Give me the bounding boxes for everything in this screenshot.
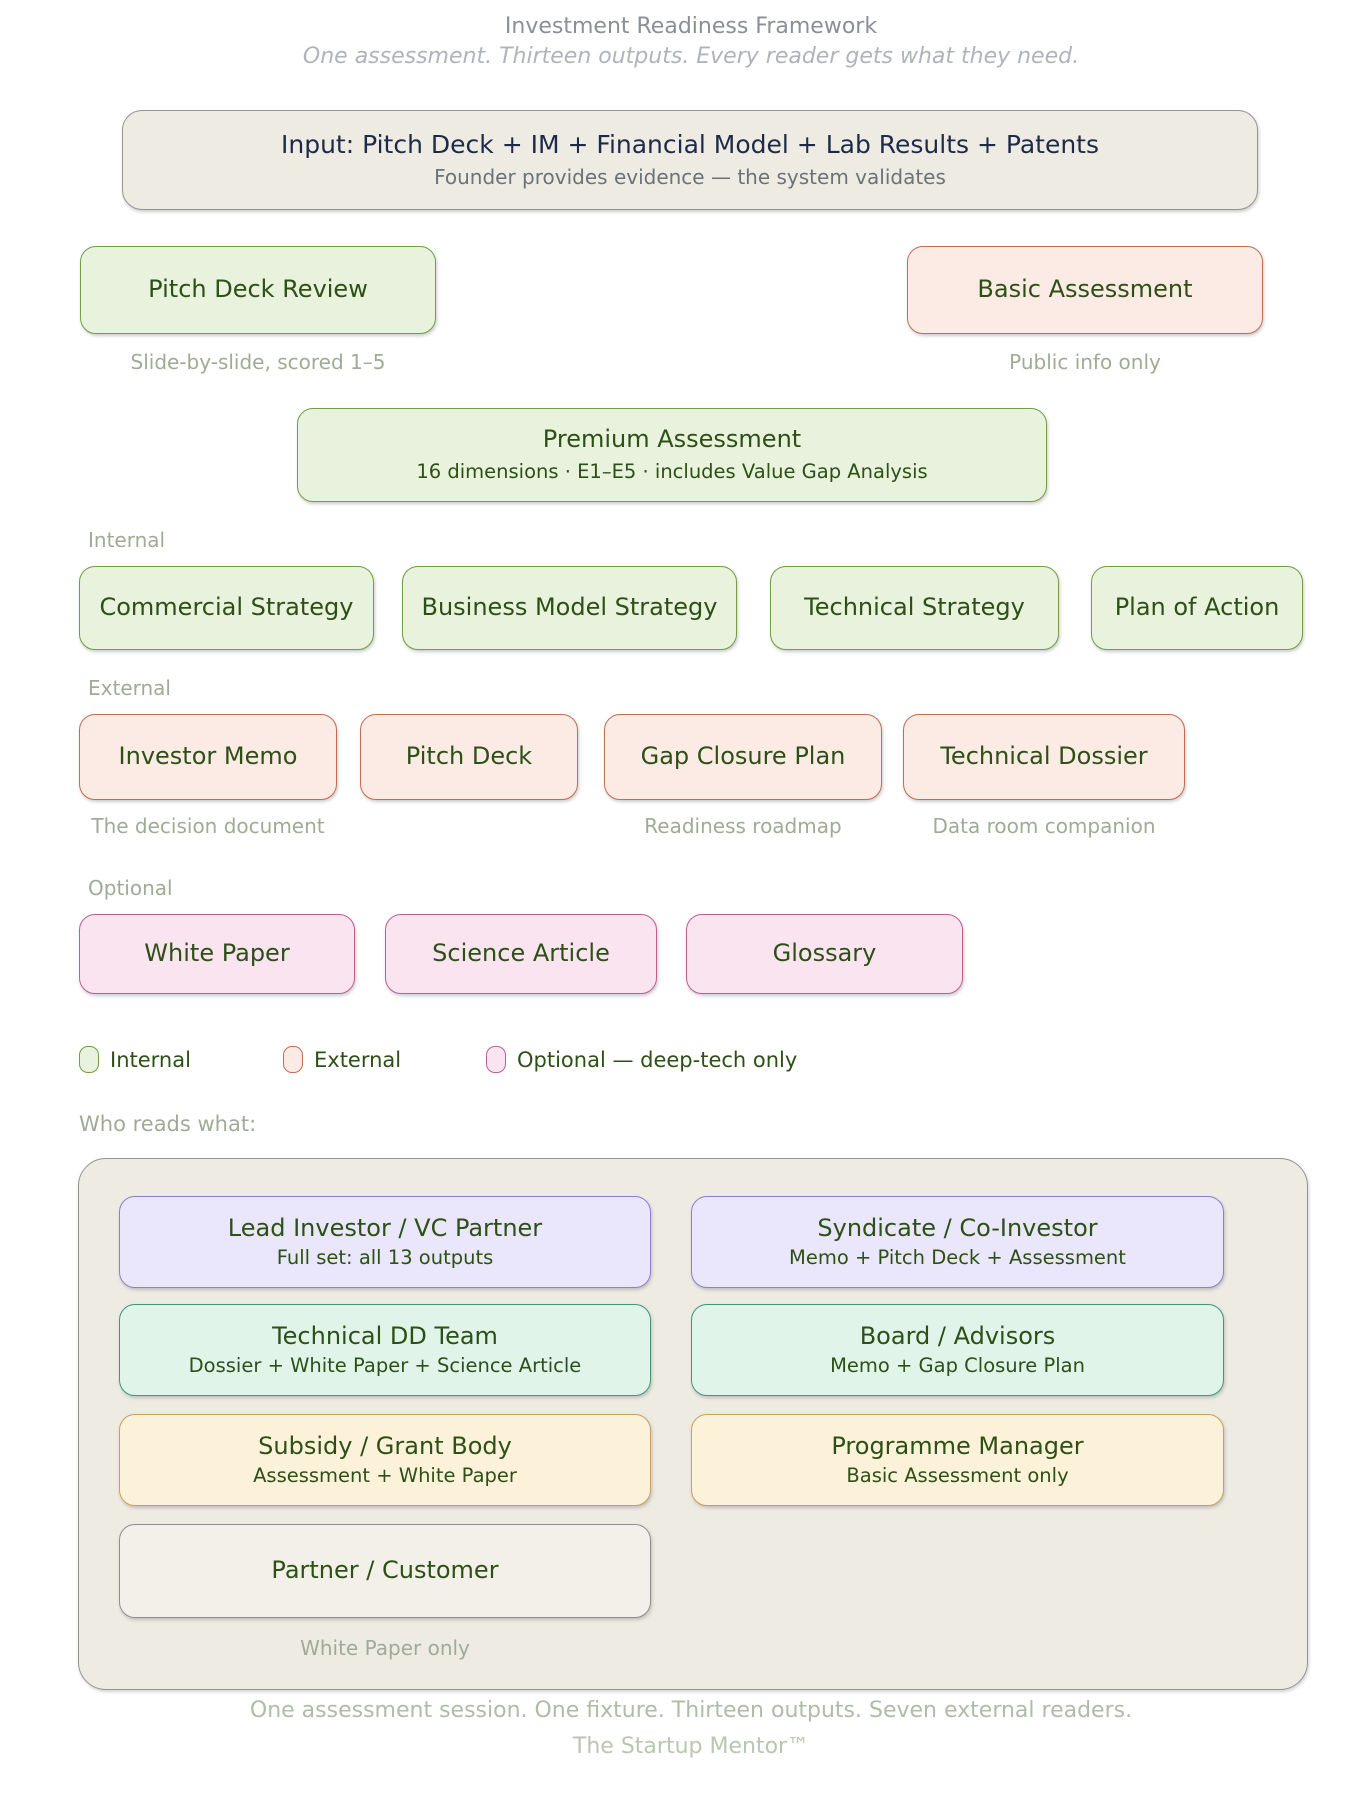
box-plan-of-action: Plan of Action [1091,566,1303,650]
who-reads-what-label: Who reads what: [79,1112,257,1136]
syndicate-subtitle: Memo + Pitch Deck + Assessment [789,1245,1126,1269]
basic-assessment-box: Basic Assessment [907,246,1263,334]
legend-label-optional: Optional — deep-tech only [517,1047,798,1072]
investor-memo-caption: The decision document [91,814,325,838]
input-box-title: Input: Pitch Deck + IM + Financial Model… [280,129,1100,159]
pitch-deck-label: Pitch Deck [405,742,533,771]
box-science-article: Science Article [385,914,657,994]
basic-assessment-label: Basic Assessment [977,275,1193,304]
reader-card-programme-manager: Programme Manager Basic Assessment only [691,1414,1224,1506]
technical-dd-team-subtitle: Dossier + White Paper + Science Article [188,1353,582,1377]
technical-dossier-caption: Data room companion [932,814,1156,838]
reader-card-syndicate: Syndicate / Co-Investor Memo + Pitch Dec… [691,1196,1224,1288]
section-label-optional: Optional [88,876,173,900]
box-white-paper: White Paper [79,914,355,994]
partner-customer-title: Partner / Customer [271,1556,499,1585]
reader-card-lead-investor: Lead Investor / VC Partner Full set: all… [119,1196,651,1288]
footer-brand: The Startup Mentor™ [572,1734,810,1759]
technical-strategy-label: Technical Strategy [804,593,1025,622]
investor-memo-label: Investor Memo [118,742,298,771]
legend-label-internal: Internal [110,1047,191,1072]
pitch-deck-review-caption: Slide-by-slide, scored 1–5 [130,350,386,374]
legend-label-external: External [314,1047,402,1072]
board-advisors-subtitle: Memo + Gap Closure Plan [830,1353,1085,1377]
syndicate-title: Syndicate / Co-Investor [817,1213,1098,1242]
premium-assessment-subtitle: 16 dimensions · E1–E5 · includes Value G… [416,460,928,484]
commercial-strategy-label: Commercial Strategy [99,593,354,622]
page-subtitle: One assessment. Thirteen outputs. Every … [302,44,1080,69]
science-article-label: Science Article [432,939,610,968]
plan-of-action-label: Plan of Action [1114,593,1280,622]
box-technical-strategy: Technical Strategy [770,566,1059,650]
box-gap-closure-plan: Gap Closure Plan [604,714,882,800]
reader-card-subsidy-grant-body: Subsidy / Grant Body Assessment + White … [119,1414,651,1506]
lead-investor-subtitle: Full set: all 13 outputs [276,1245,494,1269]
legend-swatch-optional [486,1046,506,1073]
lead-investor-title: Lead Investor / VC Partner [227,1213,543,1242]
glossary-label: Glossary [772,939,877,968]
box-investor-memo: Investor Memo [79,714,337,800]
premium-assessment-title: Premium Assessment [542,425,802,454]
legend-swatch-internal [79,1046,99,1073]
technical-dd-team-title: Technical DD Team [272,1321,498,1350]
premium-assessment-box: Premium Assessment 16 dimensions · E1–E5… [297,408,1047,502]
input-box: Input: Pitch Deck + IM + Financial Model… [122,110,1258,210]
reader-card-partner-customer: Partner / Customer [119,1524,651,1618]
subsidy-grant-body-subtitle: Assessment + White Paper [253,1463,517,1487]
gap-closure-plan-caption: Readiness roadmap [644,814,842,838]
section-label-internal: Internal [88,528,166,552]
technical-dossier-label: Technical Dossier [940,742,1148,771]
legend-item-external: External [283,1046,401,1073]
programme-manager-subtitle: Basic Assessment only [846,1463,1069,1487]
box-commercial-strategy: Commercial Strategy [79,566,374,650]
partner-customer-caption: White Paper only [300,1636,470,1660]
reader-card-board-advisors: Board / Advisors Memo + Gap Closure Plan [691,1304,1224,1396]
gap-closure-plan-label: Gap Closure Plan [640,742,846,771]
programme-manager-title: Programme Manager [831,1431,1084,1460]
box-pitch-deck: Pitch Deck [360,714,578,800]
pitch-deck-review-box: Pitch Deck Review [80,246,436,334]
box-technical-dossier: Technical Dossier [903,714,1185,800]
box-business-model-strategy: Business Model Strategy [402,566,737,650]
pitch-deck-review-label: Pitch Deck Review [148,275,368,304]
section-label-external: External [88,676,171,700]
basic-assessment-caption: Public info only [1009,350,1161,374]
legend-item-internal: Internal [79,1046,191,1073]
subsidy-grant-body-title: Subsidy / Grant Body [258,1431,512,1460]
legend-swatch-external [283,1046,303,1073]
input-box-subtitle: Founder provides evidence — the system v… [434,165,946,190]
page-title: Investment Readiness Framework [504,14,878,39]
legend-item-optional: Optional — deep-tech only [486,1046,797,1073]
board-advisors-title: Board / Advisors [859,1321,1056,1350]
footer-summary: One assessment session. One fixture. Thi… [249,1698,1133,1723]
white-paper-label: White Paper [144,939,290,968]
business-model-strategy-label: Business Model Strategy [421,593,718,622]
box-glossary: Glossary [686,914,963,994]
reader-card-technical-dd-team: Technical DD Team Dossier + White Paper … [119,1304,651,1396]
